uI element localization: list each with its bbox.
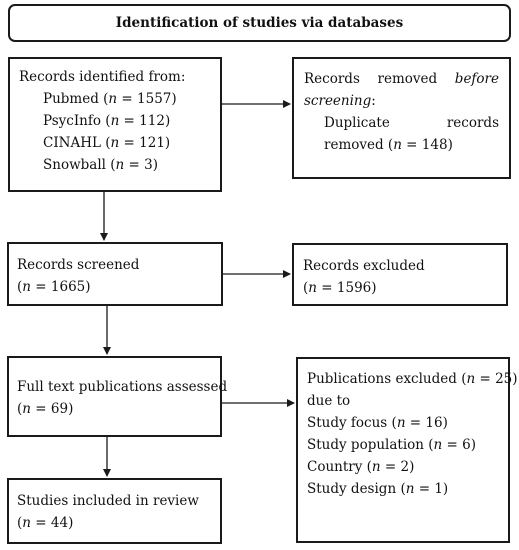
studies-included-title: Studies included in review xyxy=(17,493,199,509)
records-identified-title: Records identified from: xyxy=(19,69,186,85)
identification-title: Identification of studies via databases xyxy=(115,15,404,31)
publications-excluded-box: Publications excluded (n = 25) due to St… xyxy=(296,357,518,543)
full-text-assessed-title: Full text publications assessed xyxy=(17,379,228,395)
records-identified-box: Records identified from: Pubmed (n = 155… xyxy=(8,57,222,192)
reason-study-population: Study population (n = 6) xyxy=(307,437,477,453)
source-psycinfo: PsycInfo (n = 112) xyxy=(43,113,171,129)
reason-study-focus: Study focus (n = 16) xyxy=(307,415,448,431)
full-text-assessed-count: (n = 69) xyxy=(17,401,74,417)
removed-line-4: removed (n = 148) xyxy=(324,137,453,153)
records-screened-box: Records screened (n = 1665) xyxy=(7,242,223,306)
reason-country: Country (n = 2) xyxy=(307,459,415,475)
records-excluded-box: Records excluded (n = 1596) xyxy=(292,243,508,306)
studies-included-box: Studies included in review (n = 44) xyxy=(7,478,222,544)
publications-excluded-title: Publications excluded (n = 25) xyxy=(307,371,518,387)
records-excluded-title: Records excluded xyxy=(303,258,425,274)
records-screened-count: (n = 1665) xyxy=(17,279,91,295)
removed-line-3: Duplicate records xyxy=(324,115,499,131)
records-removed-box: Records removed before screening: Duplic… xyxy=(292,57,511,179)
publications-excluded-due-to: due to xyxy=(307,393,351,409)
records-excluded-count: (n = 1596) xyxy=(303,280,377,296)
removed-line-1: Records removed before xyxy=(304,71,499,87)
reason-study-design: Study design (n = 1) xyxy=(307,481,449,497)
identification-header: Identification of studies via databases xyxy=(8,4,511,42)
source-cinahl: CINAHL (n = 121) xyxy=(43,135,171,151)
records-screened-title: Records screened xyxy=(17,257,140,273)
source-pubmed: Pubmed (n = 1557) xyxy=(43,91,177,107)
source-snowball: Snowball (n = 3) xyxy=(43,157,158,173)
removed-line-2: screening: xyxy=(304,93,376,109)
studies-included-count: (n = 44) xyxy=(17,515,74,531)
full-text-assessed-box: Full text publications assessed (n = 69) xyxy=(7,356,228,437)
